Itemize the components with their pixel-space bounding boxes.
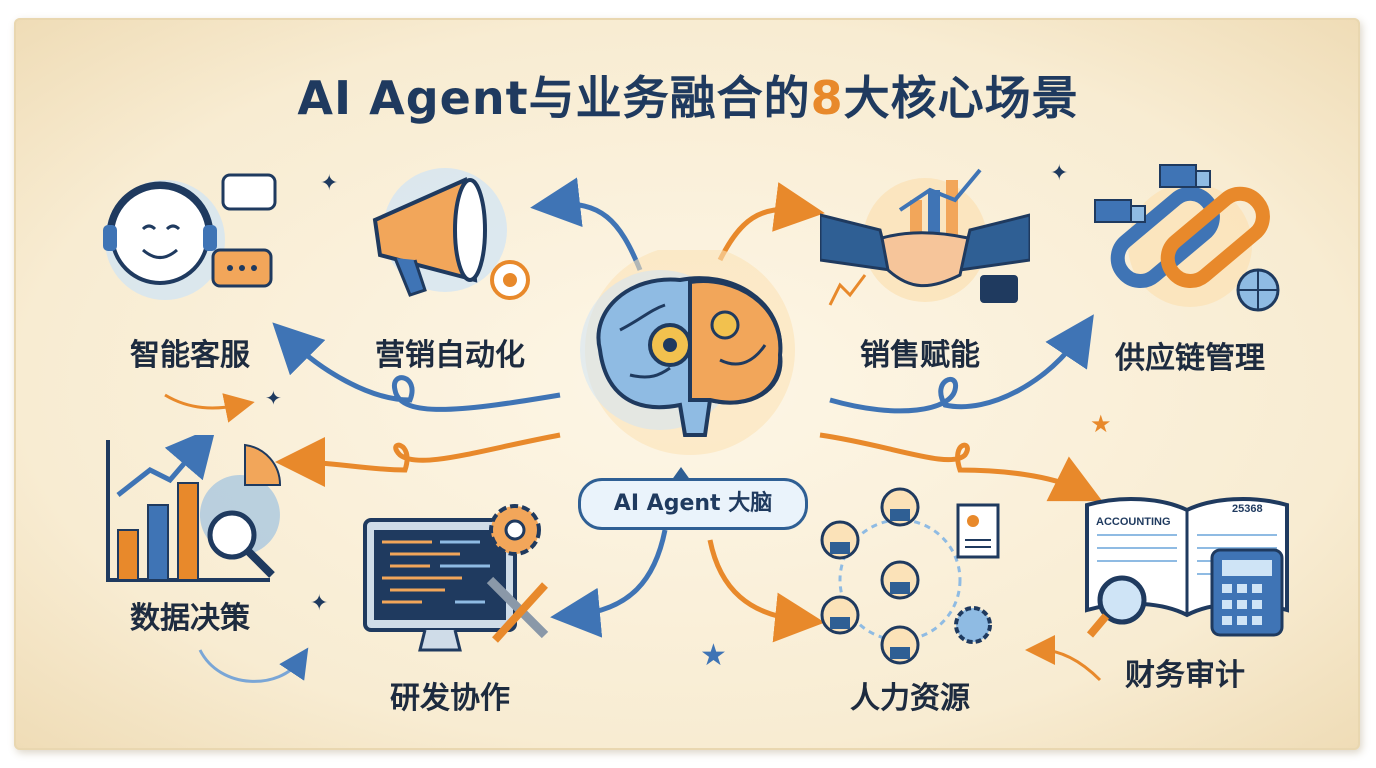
accounting-number: 25368 [1232, 503, 1263, 515]
sparkle-decor: ✦ [265, 386, 282, 410]
center-label-bubble: AI Agent 大脑 [578, 467, 808, 530]
arrow-to-supply-chain [829, 314, 1094, 414]
scenario-label-rnd-collaboration: 研发协作 [390, 681, 510, 716]
people-network-icon [820, 487, 1000, 665]
scenario-label-marketing-automation: 营销自动化 [375, 338, 525, 373]
chain-link-icon [1094, 164, 1280, 312]
arrow-to-sales [717, 182, 825, 262]
arrow-to-customer-service [272, 322, 561, 412]
megaphone-icon [372, 168, 530, 300]
customer-service-headset-icon [103, 173, 277, 300]
title-number-highlight: 8 [810, 71, 844, 125]
arrow-to-finance [819, 432, 1103, 502]
accounting-heading: ACCOUNTING [1096, 516, 1171, 528]
sparkle-decor: ✦ [310, 591, 328, 616]
center-label: AI Agent 大脑 [613, 491, 773, 516]
title-text: AI Agent与业务融合的 [297, 71, 811, 125]
decor-swirl [198, 647, 309, 683]
monitor-code-icon [363, 504, 549, 652]
sparkle-decor: ✦ [1050, 161, 1068, 186]
decor-arrow [164, 393, 255, 423]
arrow-to-data-decision [275, 432, 561, 488]
accounting-book-icon: ACCOUNTING 25368 [1085, 497, 1289, 638]
scenario-label-human-resources: 人力资源 [850, 681, 970, 716]
scenario-label-data-decision: 数据决策 [130, 601, 250, 636]
page-title: AI Agent与业务融合的8大核心场景 [0, 62, 1376, 128]
star-decor: ★ [700, 638, 727, 673]
scenario-label-sales-enablement: 销售赋能 [860, 338, 980, 373]
arrow-to-marketing [530, 177, 643, 271]
title-text-suffix: 大核心场景 [843, 71, 1079, 125]
scenario-label-customer-service: 智能客服 [130, 338, 250, 373]
bar-chart-magnifier-icon [106, 435, 282, 582]
sparkle-decor: ✦ [320, 171, 338, 196]
scenario-label-supply-chain: 供应链管理 [1115, 341, 1265, 376]
arrow-to-hr [707, 539, 825, 643]
handshake-icon [820, 168, 1030, 306]
brain-gear-icon [580, 250, 795, 455]
decor-swirl [1025, 635, 1102, 682]
arrow-to-rnd [550, 529, 668, 638]
scenario-label-finance-audit: 财务审计 [1125, 658, 1245, 693]
star-decor: ★ [1090, 410, 1112, 438]
